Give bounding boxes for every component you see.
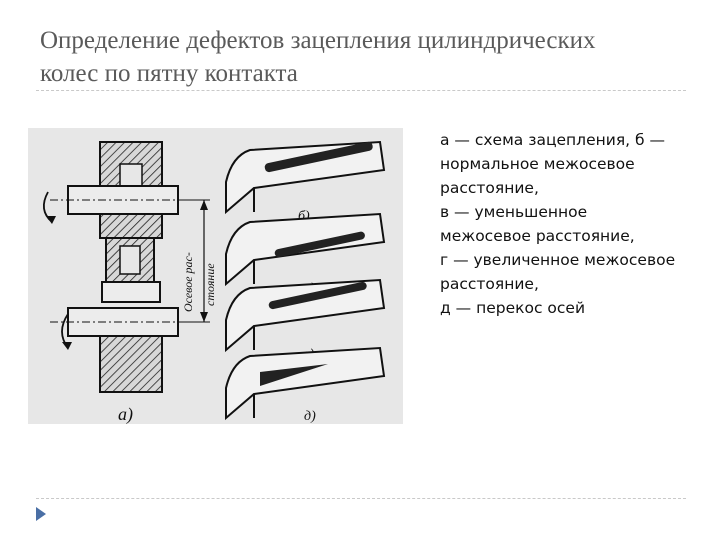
label-d: д) xyxy=(304,409,316,424)
label-a: а) xyxy=(118,404,133,424)
caption-line: расстояние, xyxy=(440,275,539,293)
caption-line: д — перекос осей xyxy=(440,299,586,317)
slide-title: Определение дефектов зацепления цилиндри… xyxy=(40,24,690,90)
caption-line: г — увеличенное межосевое xyxy=(440,251,676,269)
footer-divider xyxy=(36,498,686,499)
title-divider xyxy=(36,90,686,91)
axis-distance-label: Осевое рас- xyxy=(181,252,195,312)
bullet-arrow-icon xyxy=(36,507,46,521)
caption-line: межосевое расстояние, xyxy=(440,227,635,245)
mesh-scheme: Осевое рас- стояние а) xyxy=(42,141,217,424)
axis-distance-label-2: стояние xyxy=(203,263,217,306)
gear-mesh-figure: Осевое рас- стояние а) б) в) г) д) xyxy=(28,128,403,424)
title-line-2: колес по пятну контакта xyxy=(40,60,298,87)
title-line-1: Определение дефектов зацепления цилиндри… xyxy=(40,27,596,54)
tooth-b: б) xyxy=(225,140,386,224)
caption-line: нормальное межосевое xyxy=(440,155,635,173)
caption-line: а — схема зацепления, б — xyxy=(440,131,665,149)
figure-caption: а — схема зацепления, б — нормальное меж… xyxy=(440,128,700,320)
tooth-d: д) xyxy=(225,346,386,424)
caption-line: расстояние, xyxy=(440,179,539,197)
caption-line: в — уменьшенное xyxy=(440,203,588,221)
